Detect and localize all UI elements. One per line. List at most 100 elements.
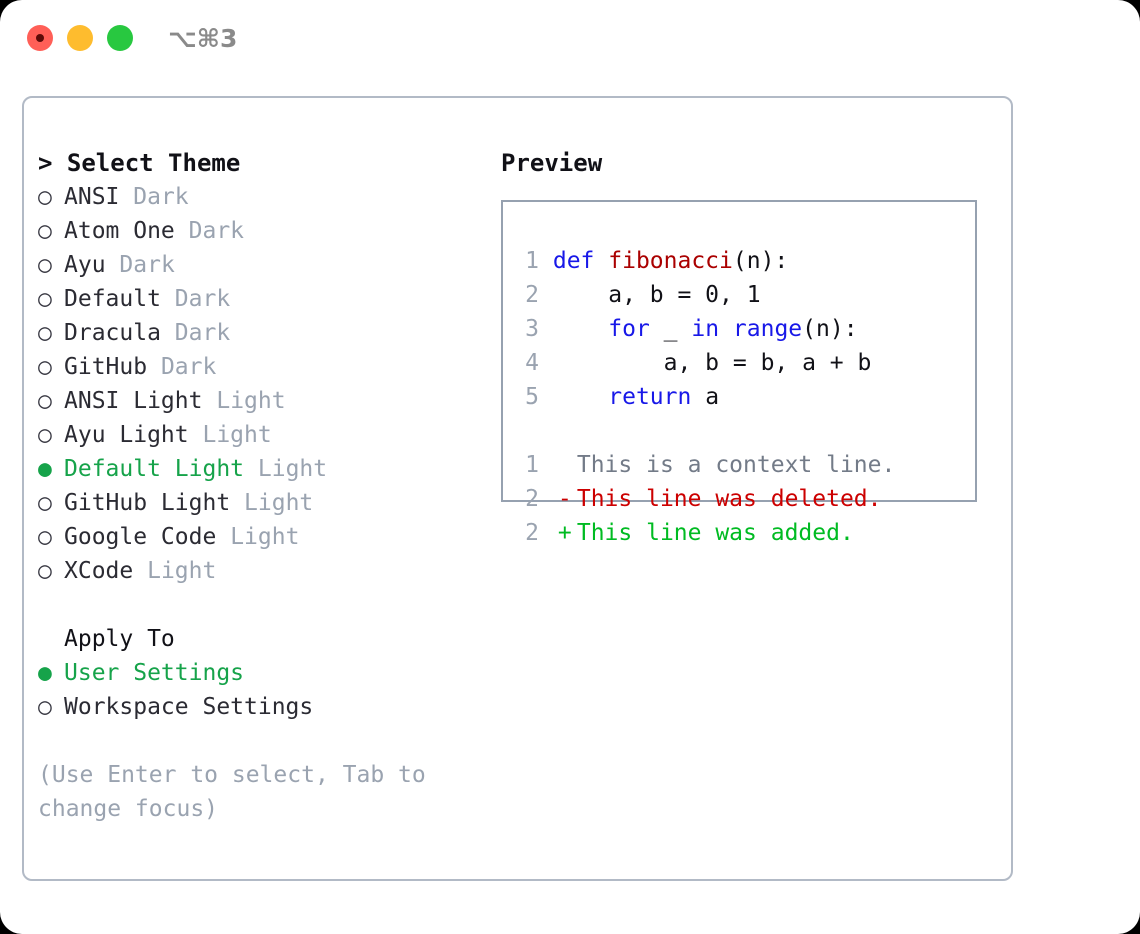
theme-option-label: GitHub bbox=[64, 354, 148, 380]
theme-option-xcode[interactable]: ○ XCode Light bbox=[38, 554, 488, 588]
radio-selected-icon: ● bbox=[38, 456, 52, 482]
theme-option-google-code[interactable]: ○ Google Code Light bbox=[38, 520, 488, 554]
theme-category-label: Dark bbox=[133, 184, 189, 210]
line-number: 3 bbox=[525, 316, 539, 342]
code-token: a bbox=[691, 384, 720, 410]
code-token: _ bbox=[649, 316, 692, 342]
theme-option-label: Google Code bbox=[64, 524, 217, 550]
theme-option-ayu-light[interactable]: ○ Ayu Light Light bbox=[38, 418, 488, 452]
diff-line-context: 1 This is a context line. bbox=[515, 448, 975, 482]
radio-unselected-icon: ○ bbox=[38, 388, 52, 414]
theme-option-label: ANSI bbox=[64, 184, 120, 210]
theme-option-label: Ayu bbox=[64, 252, 106, 278]
theme-category-label: Dark bbox=[188, 218, 245, 244]
apply-to-option-label: Workspace Settings bbox=[64, 694, 314, 720]
code-token: (n): bbox=[802, 316, 858, 342]
apply-to-option-workspace-settings[interactable]: ○ Workspace Settings bbox=[38, 690, 488, 724]
line-number: 2 bbox=[525, 520, 539, 546]
radio-unselected-icon: ○ bbox=[38, 320, 52, 346]
line-number: 2 bbox=[525, 486, 539, 512]
code-line: 2 a, b = 0, 1 bbox=[515, 278, 975, 312]
line-number: 1 bbox=[525, 452, 539, 478]
code-token: range bbox=[732, 316, 803, 342]
diff-line-del: 2 -This line was deleted. bbox=[515, 482, 975, 516]
line-number: 1 bbox=[525, 248, 539, 274]
theme-category-label: Dark bbox=[119, 252, 175, 278]
theme-option-github[interactable]: ○GitHub Dark bbox=[38, 350, 488, 384]
radio-unselected-icon: ○ bbox=[38, 558, 52, 584]
code-token: for bbox=[608, 316, 650, 342]
theme-category-label: Light bbox=[244, 490, 314, 516]
diff-line-add: 2 +This line was added. bbox=[515, 516, 975, 550]
zoom-button[interactable] bbox=[107, 25, 133, 51]
code-token: a, b = b, a + b bbox=[552, 350, 872, 376]
line-number: 4 bbox=[525, 350, 539, 376]
theme-option-label: Default bbox=[64, 286, 161, 312]
radio-unselected-icon: ○ bbox=[38, 490, 52, 516]
radio-selected-icon: ● bbox=[38, 660, 52, 686]
diff-text: This line was deleted. bbox=[576, 486, 882, 512]
theme-option-default[interactable]: ○ Default Dark bbox=[38, 282, 488, 316]
diff-text: This line was added. bbox=[576, 520, 854, 546]
diff-marker: - bbox=[557, 486, 572, 512]
theme-option-github-light[interactable]: ○ GitHub Light Light bbox=[38, 486, 488, 520]
code-token: a, b = 0, 1 bbox=[552, 282, 761, 308]
diff-sample: 1 This is a context line.2 -This line wa… bbox=[515, 448, 975, 550]
theme-option-ayu[interactable]: ○ Ayu Dark bbox=[38, 248, 488, 282]
code-token: in bbox=[691, 316, 720, 342]
apply-to-option-label: User Settings bbox=[64, 660, 245, 686]
theme-list: ○ANSI Dark○Atom One Dark○Ayu Dark○Defaul… bbox=[38, 180, 488, 588]
theme-category-label: Light bbox=[202, 422, 272, 448]
theme-option-ansi-light[interactable]: ○ ANSI Light Light bbox=[38, 384, 488, 418]
theme-option-label: Atom One bbox=[64, 218, 175, 244]
apply-to-option-user-settings[interactable]: ● User Settings bbox=[38, 656, 488, 690]
theme-option-atom-one[interactable]: ○Atom One Dark bbox=[38, 214, 488, 248]
theme-option-ansi[interactable]: ○ ANSI Dark bbox=[38, 180, 488, 214]
theme-option-label: Ayu Light bbox=[64, 422, 189, 448]
close-button[interactable] bbox=[27, 25, 53, 51]
keyboard-hint-text: (Use Enter to select, Tab to change focu… bbox=[38, 762, 440, 822]
spacer bbox=[515, 414, 975, 448]
theme-option-label: XCode bbox=[64, 558, 134, 584]
theme-selector-panel: > Select Theme ○ANSI Dark○Atom One Dark○… bbox=[22, 96, 1013, 881]
preview-column: Preview 1 def fibonacci(n):2 a, b = 0, 1… bbox=[501, 146, 1001, 546]
code-line: 3 for _ in range(n): bbox=[515, 312, 975, 346]
code-token bbox=[553, 384, 608, 410]
keyboard-shortcut-label: ⌥⌘3 bbox=[168, 24, 238, 53]
line-number: 5 bbox=[525, 384, 539, 410]
theme-option-label: Default Light bbox=[64, 456, 245, 482]
traffic-lights bbox=[27, 25, 133, 51]
code-line: 5 return a bbox=[515, 380, 975, 414]
code-token: return bbox=[608, 384, 692, 410]
apply-to-header: Apply To bbox=[64, 626, 175, 652]
theme-list-column: > Select Theme ○ANSI Dark○Atom One Dark○… bbox=[38, 146, 488, 826]
radio-unselected-icon: ○ bbox=[38, 252, 52, 278]
theme-option-default-light[interactable]: ●Default Light Light bbox=[38, 452, 488, 486]
theme-option-label: GitHub Light bbox=[64, 490, 231, 516]
diff-marker: + bbox=[557, 520, 572, 546]
preview-title: Preview bbox=[501, 149, 603, 177]
radio-unselected-icon: ○ bbox=[38, 524, 52, 550]
radio-unselected-icon: ○ bbox=[38, 286, 52, 312]
theme-option-label: Dracula bbox=[64, 320, 161, 346]
theme-category-label: Dark bbox=[174, 320, 231, 346]
code-token: def bbox=[552, 248, 609, 274]
diff-text: This is a context line. bbox=[576, 452, 896, 478]
theme-category-label: Light bbox=[147, 558, 217, 584]
minimize-button[interactable] bbox=[67, 25, 93, 51]
radio-unselected-icon: ○ bbox=[38, 422, 52, 448]
theme-list-header: > Select Theme bbox=[38, 149, 241, 177]
theme-category-label: Light bbox=[230, 524, 300, 550]
code-line: 1 def fibonacci(n): bbox=[515, 244, 975, 278]
radio-unselected-icon: ○ bbox=[38, 184, 52, 210]
title-bar: ⌥⌘3 bbox=[0, 0, 1140, 78]
theme-category-label: Dark bbox=[174, 286, 231, 312]
theme-category-label: Light bbox=[216, 388, 286, 414]
theme-option-label: ANSI Light bbox=[64, 388, 203, 414]
radio-unselected-icon: ○ bbox=[38, 694, 52, 720]
theme-option-dracula[interactable]: ○ Dracula Dark bbox=[38, 316, 488, 350]
code-token: fibonacci bbox=[608, 248, 733, 274]
